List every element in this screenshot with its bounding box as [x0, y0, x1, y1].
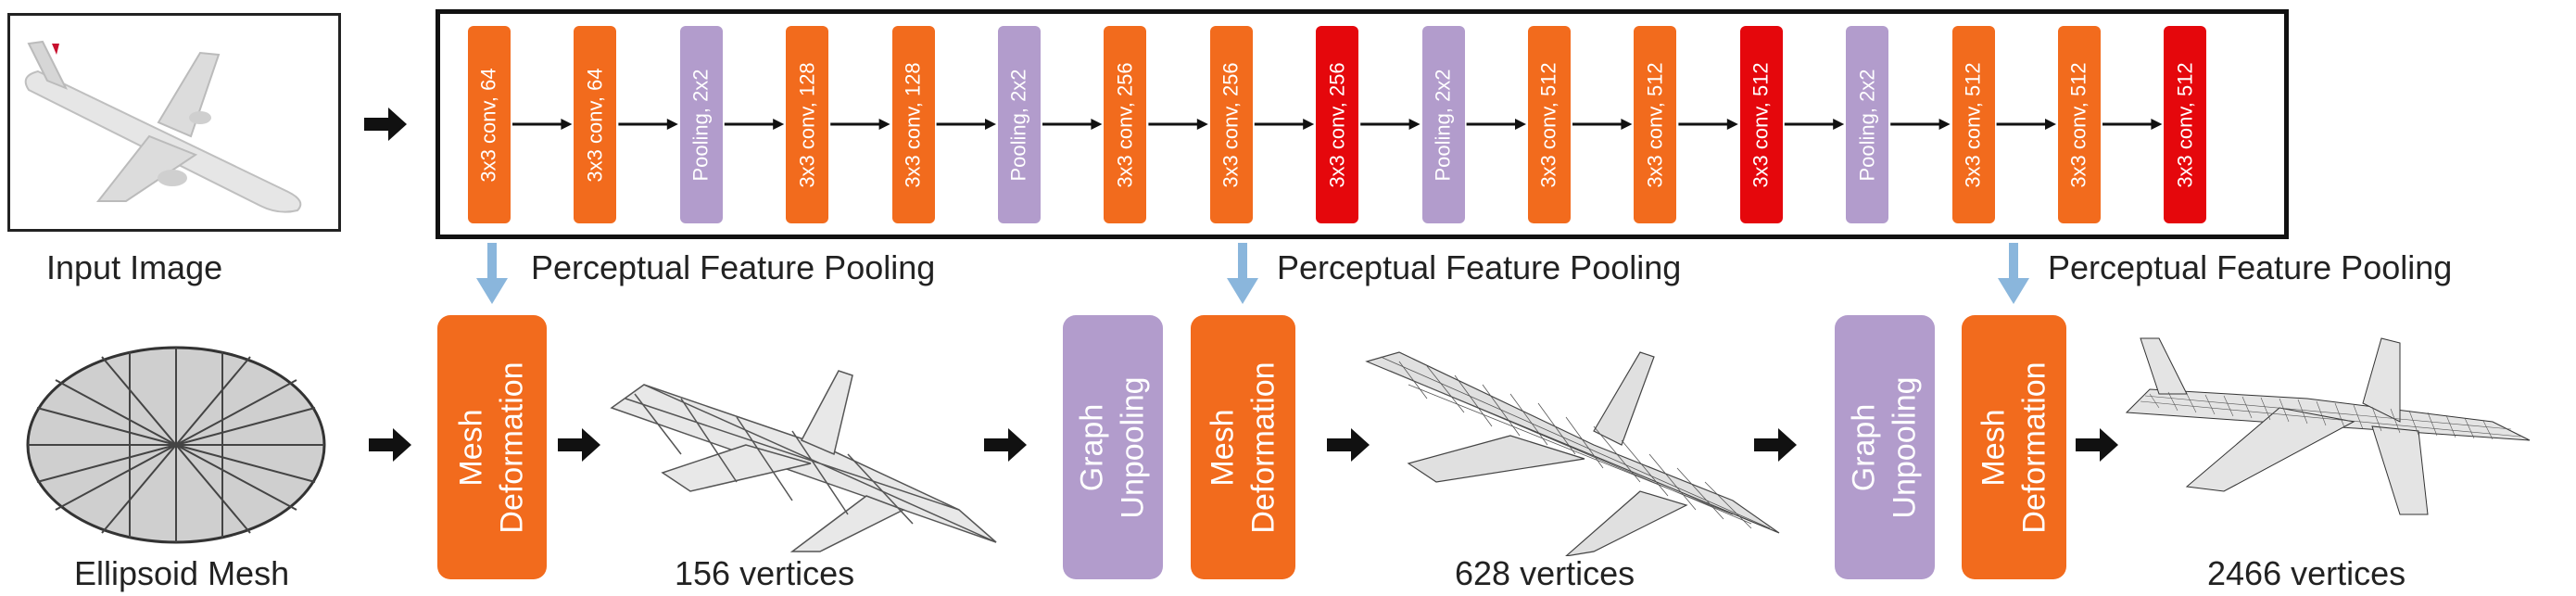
layer-connector-arrowhead	[985, 119, 996, 130]
vertices-label-2466: 2466 vertices	[2207, 554, 2406, 592]
layer-connector-arrowhead	[561, 119, 573, 130]
cnn-layer-15: 3x3 conv, 512	[1951, 26, 1995, 223]
cnn-layer-10: Pooling, 2x2	[1421, 26, 1465, 223]
cnn-layer-13: 3x3 conv, 512	[1739, 26, 1783, 223]
ellipsoid-mesh-label: Ellipsoid Mesh	[74, 554, 290, 592]
input-image-label: Input Image	[46, 248, 223, 286]
input-image	[7, 13, 341, 232]
deform3-to-mesh-arrow	[2076, 428, 2118, 462]
mesh-to-unpool2-arrow	[1754, 428, 1797, 462]
cnn-encoder-frame	[436, 9, 2289, 239]
feature-pooling-arrow-3-head	[1998, 278, 2029, 304]
cnn-layer-3: Pooling, 2x2	[679, 26, 723, 223]
layer-connector-arrowhead	[773, 119, 785, 130]
layer-connector-arrowhead	[1938, 119, 1951, 130]
vertices-label-628: 628 vertices	[1455, 554, 1635, 592]
layer-connector-arrowhead	[1833, 119, 1845, 130]
airplane-mesh-156	[610, 370, 997, 552]
layer-connector-arrowhead	[1091, 119, 1103, 130]
cnn-layer-9: 3x3 conv, 256	[1316, 26, 1359, 223]
layer-connector-arrowhead	[2045, 119, 2056, 130]
airplane-mesh-2466	[2125, 337, 2531, 515]
feature-pooling-arrow-3	[2009, 243, 2018, 282]
mesh-deformation-block-3: Mesh Deformation	[1962, 315, 2066, 579]
layer-connector-arrowhead	[1515, 119, 1526, 130]
cnn-layer-2: 3x3 conv, 64	[574, 26, 617, 223]
feature-pooling-arrow-1	[487, 243, 497, 282]
deform1-to-mesh-arrow	[558, 428, 600, 462]
layer-connector-arrowhead	[1303, 119, 1315, 130]
pooling-label-1: Perceptual Feature Pooling	[531, 248, 936, 286]
cnn-layer-1: 3x3 conv, 64	[468, 26, 511, 223]
ellipsoid-mesh-image	[26, 346, 326, 544]
cnn-layer-14: Pooling, 2x2	[1846, 26, 1889, 223]
layer-connector-arrowhead	[1196, 119, 1208, 130]
cnn-layer-8: 3x3 conv, 256	[1209, 26, 1253, 223]
feature-pooling-arrow-2	[1238, 243, 1247, 282]
layer-connector-arrowhead	[2151, 119, 2163, 130]
mesh-deformation-block-2: Mesh Deformation	[1191, 315, 1295, 579]
graph-unpooling-block-1: Graph Unpooling	[1063, 315, 1163, 579]
cnn-layer-6: Pooling, 2x2	[998, 26, 1041, 223]
layer-connector-arrowhead	[878, 119, 890, 130]
cnn-layer-12: 3x3 conv, 512	[1634, 26, 1677, 223]
graph-unpooling-block-2: Graph Unpooling	[1835, 315, 1935, 579]
feature-pooling-arrow-2-head	[1227, 278, 1258, 304]
cnn-layer-16: 3x3 conv, 512	[2058, 26, 2101, 223]
cnn-layer-4: 3x3 conv, 128	[786, 26, 829, 223]
input-airplane-image	[24, 40, 302, 213]
mesh-to-unpool1-arrow	[984, 428, 1027, 462]
input-to-cnn-arrow	[364, 108, 407, 141]
layer-connector-arrowhead	[666, 119, 678, 130]
layer-connector-arrowhead	[1726, 119, 1738, 130]
vertices-label-156: 156 vertices	[675, 554, 855, 592]
cnn-layer-7: 3x3 conv, 256	[1104, 26, 1147, 223]
cnn-layer-5: 3x3 conv, 128	[891, 26, 935, 223]
pooling-label-3: Perceptual Feature Pooling	[2048, 248, 2453, 286]
cnn-layer-11: 3x3 conv, 512	[1528, 26, 1571, 223]
ellipsoid-to-deform-arrow	[369, 428, 411, 462]
deform2-to-mesh-arrow	[1327, 428, 1370, 462]
cnn-layer-17: 3x3 conv, 512	[2164, 26, 2207, 223]
airplane-mesh-628	[1365, 351, 1780, 556]
mesh-deformation-block-1: Mesh Deformation	[437, 315, 547, 579]
layer-connector-arrowhead	[1408, 119, 1421, 130]
pooling-label-2: Perceptual Feature Pooling	[1277, 248, 1682, 286]
feature-pooling-arrow-1-head	[476, 278, 508, 304]
layer-connector-arrowhead	[1621, 119, 1633, 130]
